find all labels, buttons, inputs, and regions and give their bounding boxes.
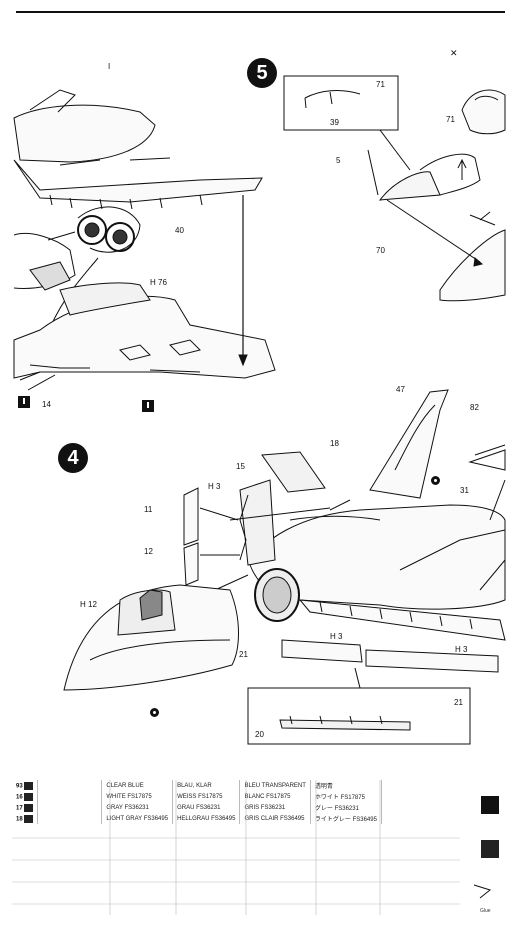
paint-color-table: 93 CLEAR BLUE BLAU, KLAR BLEU TRANSPAREN… — [12, 780, 382, 824]
label-82: 82 — [470, 403, 479, 412]
color-swatch-icon — [24, 814, 34, 823]
table-row: 17 GRAY FS36231 GRAU FS36231 GRIS FS3623… — [12, 802, 382, 813]
paint-name-en: LIGHT GRAY FS36495 — [101, 813, 174, 824]
label-21b: 21 — [454, 698, 463, 707]
paint-number: 17 — [12, 802, 39, 813]
table-row: 18 LIGHT GRAY FS36495 HELLGRAU FS36495 G… — [12, 813, 382, 824]
paint-name-fr: GRIS FS36231 — [239, 802, 311, 813]
color-swatch-icon — [24, 792, 34, 801]
paint-name-de: GRAU FS36231 — [172, 802, 241, 813]
paint-number: 18 — [12, 813, 39, 824]
paint-number: 93 — [12, 780, 39, 791]
paint-name-en: GRAY FS36231 — [101, 802, 174, 813]
paint-name-de: BLAU, KLAR — [172, 780, 241, 791]
label-21: 21 — [239, 650, 248, 659]
paint-name-de: HELLGRAU FS36495 — [172, 813, 241, 824]
paint-name-jp: 透明青 — [310, 780, 382, 791]
label-11: 11 — [144, 505, 153, 514]
label-31: 31 — [460, 486, 469, 495]
label-20: 20 — [255, 730, 264, 739]
label-39: 39 — [330, 118, 339, 127]
step4-fuselage-assembly — [63, 389, 506, 745]
paint-name-fr: BLANC FS17875 — [239, 791, 311, 802]
label-18: 18 — [330, 439, 339, 448]
label-h3-c: H 3 — [455, 645, 468, 654]
color-swatch-icon — [24, 781, 34, 790]
label-40: 40 — [175, 226, 184, 235]
label-71: 71 — [376, 80, 385, 89]
label-i: I — [108, 62, 111, 71]
label-12: 12 — [144, 547, 153, 556]
step-4-marker: 4 — [58, 443, 88, 473]
paint-name-jp: グレー FS36231 — [310, 802, 382, 813]
label-47: 47 — [396, 385, 405, 394]
paint-name-fr: GRIS CLAIR FS36495 — [239, 813, 311, 824]
paint-mark-icon — [142, 400, 154, 412]
label-h12: H 12 — [80, 600, 97, 609]
cement-dot-icon — [150, 708, 159, 717]
label-x: ✕ — [450, 48, 458, 58]
label-71b: 71 — [446, 115, 455, 124]
paint-mark-icon — [18, 396, 30, 408]
paint-name-jp: ホワイト FS17875 — [310, 791, 382, 802]
paint-name-de: WEISS FS17875 — [172, 791, 241, 802]
label-5: 5 — [336, 156, 341, 165]
upper-wing-assembly — [13, 89, 276, 391]
step-5-marker: 5 — [247, 58, 277, 88]
color-swatch-icon — [24, 803, 34, 812]
table-row: 93 CLEAR BLUE BLAU, KLAR BLEU TRANSPAREN… — [12, 780, 382, 791]
cut-part-icon — [481, 796, 499, 814]
label-h3-a: H 3 — [208, 482, 221, 491]
label-h3-b: H 3 — [330, 632, 343, 641]
decal-icon — [481, 840, 499, 858]
cement-dot-icon — [431, 476, 440, 485]
label-14: 14 — [42, 400, 51, 409]
label-70: 70 — [376, 246, 385, 255]
table-row: 16 WHITE FS17875 WEISS FS17875 BLANC FS1… — [12, 791, 382, 802]
paint-name-en: CLEAR BLUE — [101, 780, 174, 791]
label-15: 15 — [236, 462, 245, 471]
step5-canopy-assembly — [283, 75, 506, 302]
glue-diagram — [473, 884, 492, 899]
paint-name-fr: BLEU TRANSPARENT — [239, 780, 311, 791]
paint-name-en: WHITE FS17875 — [101, 791, 174, 802]
paint-number: 16 — [12, 791, 39, 802]
paint-name-jp: ライトグレー FS36495 — [310, 813, 382, 824]
label-h76: H 76 — [150, 278, 167, 287]
glue-caption: Glue — [480, 908, 491, 914]
